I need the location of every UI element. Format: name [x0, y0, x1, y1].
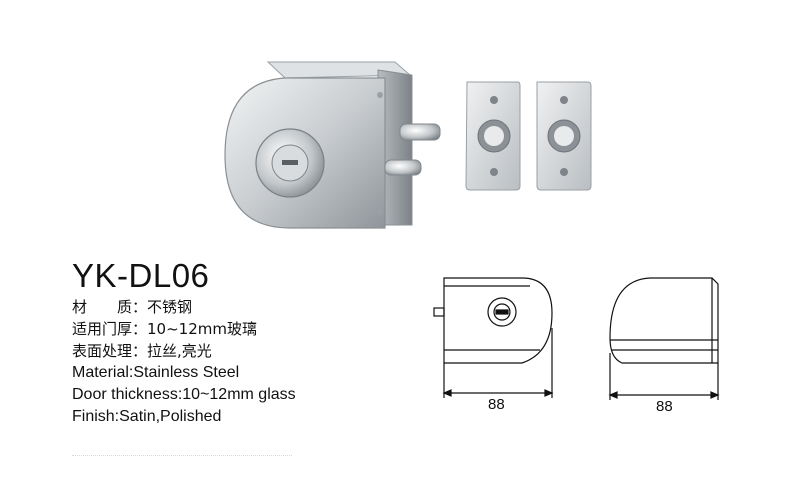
strike-plate-1-photo: [465, 81, 521, 191]
model-title: YK-DL06: [72, 257, 210, 294]
strike-plate-2-photo: [536, 81, 592, 191]
drawing-side-svg: [608, 277, 720, 400]
faint-footer-line: [72, 455, 292, 462]
spec-material-cn: 材 质：不锈钢: [72, 296, 402, 318]
spec-block: YK-DL06 材 质：不锈钢 适用门厚：10~12mm玻璃 表面处理：拉丝,亮…: [72, 258, 402, 428]
spec-thickness-cn-label: 适用门厚：: [72, 320, 148, 338]
spec-material-en: Material:Stainless Steel: [72, 364, 240, 381]
spec-finish-cn-label: 表面处理：: [72, 342, 148, 360]
spec-finish-cn: 表面处理：拉丝,亮光: [72, 340, 402, 362]
drawing-side-view: 88: [602, 268, 732, 418]
spec-thickness-cn-value: 10~12mm玻璃: [147, 320, 257, 338]
drawing-front-svg: [433, 277, 554, 398]
spec-thickness-en: Door thickness:10~12mm glass: [72, 386, 296, 403]
lock-body-photo: [224, 61, 441, 229]
spec-material-cn-value: 不锈钢: [147, 298, 193, 316]
spec-finish-en: Finish:Satin,Polished: [72, 408, 222, 425]
drawing-front-view: 88: [430, 268, 570, 418]
spec-finish-cn-value: 拉丝,亮光: [147, 342, 212, 360]
spec-thickness-cn: 适用门厚：10~12mm玻璃: [72, 318, 402, 340]
spec-material-cn-label: 材 质：: [72, 298, 148, 316]
dimension-left-label: 88: [488, 396, 505, 413]
dimension-right-label: 88: [656, 398, 673, 415]
product-photo: [224, 61, 592, 229]
